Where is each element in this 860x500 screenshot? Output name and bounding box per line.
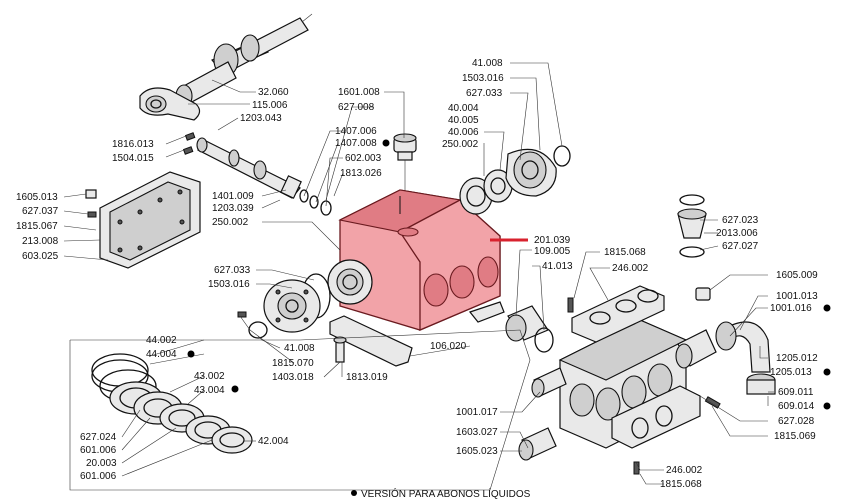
label-43-002: 43.002: [194, 371, 225, 382]
crankcase-highlighted: [327, 189, 501, 331]
label-1403-018: 1403.018: [272, 372, 314, 383]
seal-kit-inset: [91, 353, 253, 454]
label-20-003: 20.003: [86, 458, 117, 469]
inlet-fittings: [518, 367, 567, 461]
bearing-cover-right: [459, 145, 571, 215]
label-201-039: 201.039: [534, 235, 571, 246]
label-106-020: 106.020: [430, 341, 467, 352]
label-1605-009: 1605.009: [776, 270, 818, 281]
label-601-006-b: 601.006: [80, 471, 117, 482]
footnote: VERSIÓN PARA ABONOS LÍQUIDOS: [361, 487, 531, 500]
plunger-rod: [196, 137, 332, 216]
label-40-005: 40.005: [448, 115, 479, 126]
label-1503-016-b: 1503.016: [208, 279, 250, 290]
label-1815-068-a: 1815.068: [604, 247, 646, 258]
label-627-027: 627.027: [722, 241, 759, 252]
label-602-003: 602.003: [345, 153, 382, 164]
label-246-002-b: 246.002: [666, 465, 703, 476]
label-1203-043: 1203.043: [240, 113, 282, 124]
label-1503-016-a: 1503.016: [462, 73, 504, 84]
manifold-head: [558, 285, 721, 475]
label-1001-013: 1001.013: [776, 291, 818, 302]
label-42-004: 42.004: [258, 436, 289, 447]
label-609-011: 609.011: [778, 387, 814, 398]
label-1815-070: 1815.070: [272, 358, 314, 369]
label-1813-026: 1813.026: [340, 168, 382, 179]
label-213-008: 213.008: [22, 236, 59, 247]
label-627-008: 627.008: [338, 102, 375, 113]
connecting-rod: [139, 87, 201, 121]
label-1605-023: 1605.023: [456, 446, 498, 457]
label-32-060: 32.060: [258, 87, 289, 98]
part-labels: 32.060 115.006 1816.013 1504.015 1203.04…: [16, 58, 818, 490]
label-1601-008: 1601.008: [338, 87, 380, 98]
label-246-002-a: 246.002: [612, 263, 649, 274]
label-1504-015: 1504.015: [112, 153, 154, 164]
label-1815-067: 1815.067: [16, 221, 58, 232]
label-1815-068-b: 1815.068: [660, 479, 702, 490]
label-2013-006: 2013.006: [716, 228, 758, 239]
label-250-002-a: 250.002: [212, 217, 249, 228]
outlet-fittings: [675, 287, 776, 395]
label-601-006-a: 601.006: [80, 445, 117, 456]
label-40-006: 40.006: [448, 127, 479, 138]
label-627-037: 627.037: [22, 206, 59, 217]
rear-cover: [85, 171, 201, 269]
oil-dipstick: [393, 133, 417, 196]
crankshaft: [175, 13, 313, 108]
label-41-008-a: 41.008: [472, 58, 503, 69]
label-41-013: 41.013: [542, 261, 573, 272]
label-41-008-b: 41.008: [284, 343, 315, 354]
sleeve: [505, 305, 554, 353]
label-115-006: 115.006: [252, 100, 288, 111]
label-627-033-b: 627.033: [214, 265, 251, 276]
pins: [182, 132, 196, 155]
label-627-033-a: 627.033: [466, 88, 503, 99]
label-109-005: 109.005: [534, 246, 571, 257]
label-44-002: 44.002: [146, 335, 177, 346]
label-627-024: 627.024: [80, 432, 117, 443]
liquid-fertilizer-markers: [187, 139, 831, 496]
label-1407-006: 1407.006: [335, 126, 377, 137]
bearing-cover-left: [237, 273, 331, 339]
label-250-002-b: 250.002: [442, 139, 479, 150]
label-1203-039: 1203.039: [212, 203, 254, 214]
label-44-004: 44.004: [146, 349, 177, 360]
leader-lines: [63, 62, 774, 485]
inset-outline: [69, 329, 531, 491]
label-609-014: 609.014: [778, 401, 815, 412]
label-1401-009: 1401.009: [212, 191, 254, 202]
label-1205-013: 1205.013: [770, 367, 812, 378]
label-1205-012: 1205.012: [776, 353, 818, 364]
label-1001-017: 1001.017: [456, 407, 498, 418]
label-603-025: 603.025: [22, 251, 59, 262]
label-1816-013: 1816.013: [112, 139, 154, 150]
label-627-028: 627.028: [778, 416, 815, 427]
label-627-023: 627.023: [722, 215, 759, 226]
label-1407-008: 1407.008: [335, 138, 377, 149]
label-40-004: 40.004: [448, 103, 479, 114]
label-1001-016: 1001.016: [770, 303, 812, 314]
label-1605-013: 1605.013: [16, 192, 58, 203]
label-1815-069: 1815.069: [774, 431, 816, 442]
valve-parts: [677, 194, 707, 258]
label-43-004: 43.004: [194, 385, 225, 396]
mounting-rail: [329, 301, 505, 367]
label-1813-019: 1813.019: [346, 372, 388, 383]
label-1603-027: 1603.027: [456, 427, 498, 438]
